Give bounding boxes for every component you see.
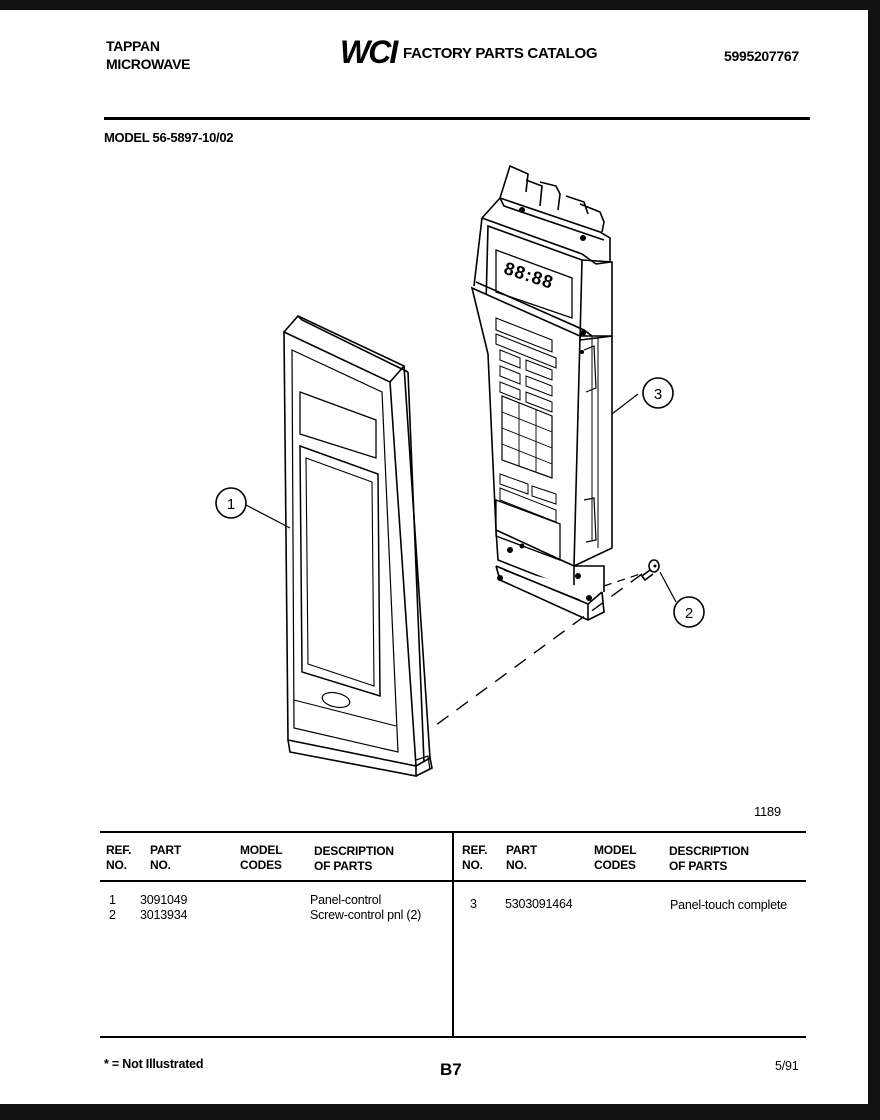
callout-1: 1 xyxy=(215,487,247,519)
wci-logo-text: WCI xyxy=(340,34,399,68)
table-row-1-ref: 1 xyxy=(109,893,116,907)
wci-logo: WCI xyxy=(338,34,404,70)
scan-border-bottom xyxy=(0,1104,880,1120)
right-header-ref: REF.NO. xyxy=(462,843,488,872)
table-row-2-desc: Screw-control pnl (2) xyxy=(310,908,422,922)
left-header-ref: REF.NO. xyxy=(106,843,132,872)
header-rule xyxy=(104,117,810,120)
table-row-1-desc: Panel-control xyxy=(310,893,382,907)
catalog-title: FACTORY PARTS CATALOG xyxy=(403,45,598,62)
alignment-line xyxy=(431,573,643,729)
brand-line-2: MICROWAVE xyxy=(106,56,191,72)
table-row-3-desc: Panel-touch complete xyxy=(670,898,787,912)
table-row-2-ref: 2 xyxy=(109,908,116,922)
catalog-number: 5995207767 xyxy=(724,48,799,64)
table-row-1-part: 3091049 xyxy=(140,893,188,907)
footnote: * = Not Illustrated xyxy=(104,1057,204,1071)
table-row-3-ref: 3 xyxy=(470,897,477,911)
control-panel-part xyxy=(283,315,433,777)
table-row-2-part: 3013934 xyxy=(140,908,188,922)
screw-part xyxy=(640,559,660,582)
table-center-divider xyxy=(452,832,454,1037)
table-bottom-rule xyxy=(100,1036,806,1038)
callout-2-label: 2 xyxy=(685,605,693,622)
scan-border-right xyxy=(868,0,880,1120)
touch-panel-part xyxy=(470,164,613,621)
callout-1-label: 1 xyxy=(227,496,235,513)
figure-number: 1189 xyxy=(754,804,781,819)
callout-2: 2 xyxy=(673,596,705,628)
model-label: MODEL 56-5897-10/02 xyxy=(104,130,234,145)
page-number: B7 xyxy=(440,1060,462,1079)
callout-3: 3 xyxy=(642,377,674,409)
callout-3-label: 3 xyxy=(654,386,662,403)
brand-line-1: TAPPAN xyxy=(106,38,160,54)
table-row-3-part: 5303091464 xyxy=(505,897,573,911)
exploded-parts-diagram: 88:88 1 3 2 xyxy=(215,164,705,777)
catalog-date: 5/91 xyxy=(775,1059,799,1073)
scan-border-top xyxy=(0,0,880,10)
